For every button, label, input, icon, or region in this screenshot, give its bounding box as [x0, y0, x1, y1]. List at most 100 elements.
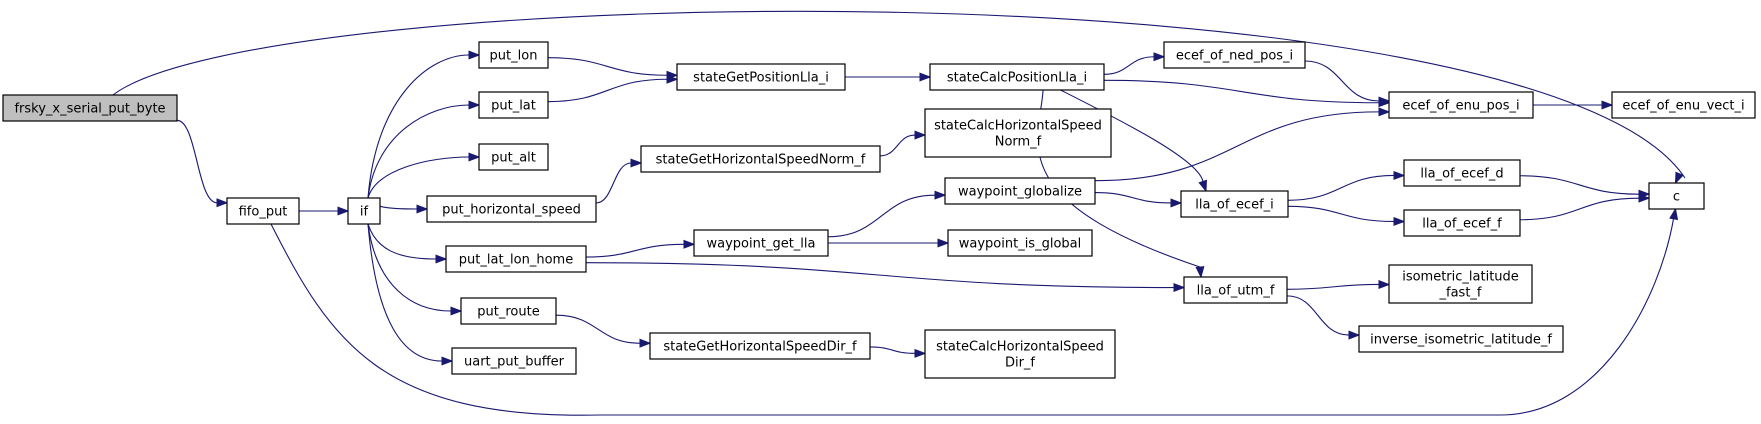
- node-label: _fast_f: [1439, 286, 1482, 301]
- node-put-route[interactable]: put_route: [460, 297, 557, 325]
- edge-scpl-to-ecefenu: [1103, 79, 1391, 108]
- edge-frsky-to-c: [112, 10, 1686, 185]
- node-label: lla_of_utm_f: [1197, 284, 1275, 299]
- edge-scpl-to-llaecefi: [1060, 89, 1207, 193]
- node-label: isometric_latitude: [1402, 270, 1519, 285]
- edge-arrowhead: [914, 348, 927, 358]
- edge-if-to-put_lat: [367, 100, 481, 199]
- edges-layer: [112, 10, 1686, 416]
- edge-line: [1287, 205, 1395, 223]
- node-sghsn[interactable]: stateGetHorizontalSpeedNorm_f: [640, 145, 881, 173]
- node-label: put_horizontal_speed: [442, 203, 581, 218]
- edge-arrowhead: [435, 254, 448, 264]
- node-isolat[interactable]: isometric_latitude_fast_f: [1388, 264, 1533, 304]
- edge-ecefned-to-ecefenu: [1304, 60, 1391, 106]
- node-put-alt[interactable]: put_alt: [478, 143, 549, 171]
- node-llaeceff[interactable]: lla_of_ecef_f: [1403, 209, 1521, 237]
- edge-arrowhead: [1638, 193, 1651, 203]
- node-label: lla_of_ecef_i: [1195, 198, 1274, 213]
- node-uart[interactable]: uart_put_buffer: [451, 347, 577, 375]
- node-label: waypoint_globalize: [958, 185, 1082, 200]
- node-wglob[interactable]: waypoint_globalize: [944, 177, 1096, 205]
- edge-llautm-to-invisolat: [1286, 295, 1361, 340]
- edge-line: [1304, 60, 1380, 102]
- node-wig[interactable]: waypoint_is_global: [947, 229, 1093, 257]
- node-put-lat[interactable]: put_lat: [478, 91, 549, 119]
- edge-arrowhead: [1393, 216, 1406, 227]
- edge-arrowhead: [937, 238, 950, 248]
- node-box: [478, 91, 549, 119]
- node-if[interactable]: if: [347, 197, 381, 225]
- node-box: [426, 195, 597, 223]
- node-wgl[interactable]: waypoint_get_lla: [693, 229, 829, 257]
- edge-line: [547, 78, 668, 103]
- node-put-hs[interactable]: put_horizontal_speed: [426, 195, 597, 223]
- edge-arrowhead: [1601, 100, 1614, 110]
- node-label: if: [360, 205, 369, 220]
- node-label: ecef_of_enu_vect_i: [1622, 99, 1744, 114]
- edge-arrowhead: [1674, 171, 1684, 185]
- node-label: uart_put_buffer: [464, 355, 565, 370]
- edge-arrowhead: [1348, 330, 1361, 340]
- edge-ecefenu-to-ecefenuv: [1533, 100, 1614, 110]
- node-box: [676, 63, 846, 91]
- node-scpl[interactable]: stateCalcPositionLla_i: [929, 63, 1105, 91]
- node-ecefenu[interactable]: ecef_of_enu_pos_i: [1388, 91, 1534, 119]
- edge-arrowhead: [639, 338, 652, 348]
- edge-line: [555, 314, 641, 344]
- node-sghsd[interactable]: stateGetHorizontalSpeedDir_f: [649, 332, 871, 360]
- node-box: [1611, 91, 1756, 119]
- node-llautm[interactable]: lla_of_utm_f: [1183, 276, 1288, 304]
- node-put-lon[interactable]: put_lon: [478, 41, 549, 69]
- edge-line: [1287, 174, 1395, 201]
- edge-arrowhead: [468, 50, 481, 60]
- node-box: [924, 329, 1116, 379]
- node-sgpl[interactable]: stateGetPositionLla_i: [676, 63, 846, 91]
- edge-line: [585, 243, 685, 258]
- edge-arrowhead: [919, 72, 932, 82]
- edge-if-to-put_lon: [367, 50, 481, 199]
- edge-put_lat-to-sgpl: [547, 74, 679, 103]
- node-box: [451, 347, 577, 375]
- node-label: stateCalcHorizontalSpeed: [934, 119, 1102, 134]
- node-ecefned[interactable]: ecef_of_ned_pos_i: [1163, 41, 1306, 69]
- node-c[interactable]: c: [1648, 182, 1705, 210]
- edge-line: [176, 119, 218, 204]
- node-invisolat[interactable]: inverse_isometric_latitude_f: [1358, 325, 1564, 353]
- node-ecefenuv[interactable]: ecef_of_enu_vect_i: [1611, 91, 1756, 119]
- edge-arrowhead: [630, 158, 643, 168]
- edge-fifo-to-c: [270, 207, 1679, 416]
- edge-wglob-to-ecefenu: [1094, 107, 1391, 182]
- edge-line: [1519, 197, 1640, 221]
- edge-sghsn-to-schsn: [879, 130, 927, 157]
- node-box: [1403, 159, 1521, 187]
- edge-llaeceff-to-c: [1519, 193, 1651, 221]
- node-label: lla_of_ecef_f: [1422, 217, 1502, 232]
- node-label: put_route: [477, 305, 539, 320]
- node-box: [347, 197, 381, 225]
- node-put-llh[interactable]: put_lat_lon_home: [445, 245, 587, 273]
- edge-arrowhead: [666, 74, 679, 84]
- edge-arrowhead: [337, 206, 350, 216]
- node-llaecefd[interactable]: lla_of_ecef_d: [1403, 159, 1521, 187]
- node-label: Norm_f: [995, 135, 1042, 150]
- node-label: stateGetHorizontalSpeedNorm_f: [656, 153, 866, 168]
- edge-put_llh-to-wgl: [585, 239, 696, 258]
- node-label: stateGetPositionLla_i: [693, 71, 829, 86]
- node-label: put_alt: [491, 151, 536, 166]
- node-box: [1183, 276, 1288, 304]
- node-label: put_lat: [491, 99, 536, 114]
- node-frsky[interactable]: frsky_x_serial_put_byte: [2, 94, 178, 122]
- node-box: [944, 177, 1096, 205]
- edge-arrowhead: [1378, 279, 1391, 290]
- node-box: [1163, 41, 1306, 69]
- node-label: waypoint_is_global: [959, 237, 1081, 252]
- node-llaecefi[interactable]: lla_of_ecef_i: [1180, 190, 1289, 218]
- edge-line: [879, 134, 916, 157]
- edge-wgl-to-wglob: [827, 190, 947, 238]
- edge-line: [1094, 192, 1172, 204]
- node-box: [649, 332, 871, 360]
- node-fifo[interactable]: fifo_put: [226, 197, 300, 225]
